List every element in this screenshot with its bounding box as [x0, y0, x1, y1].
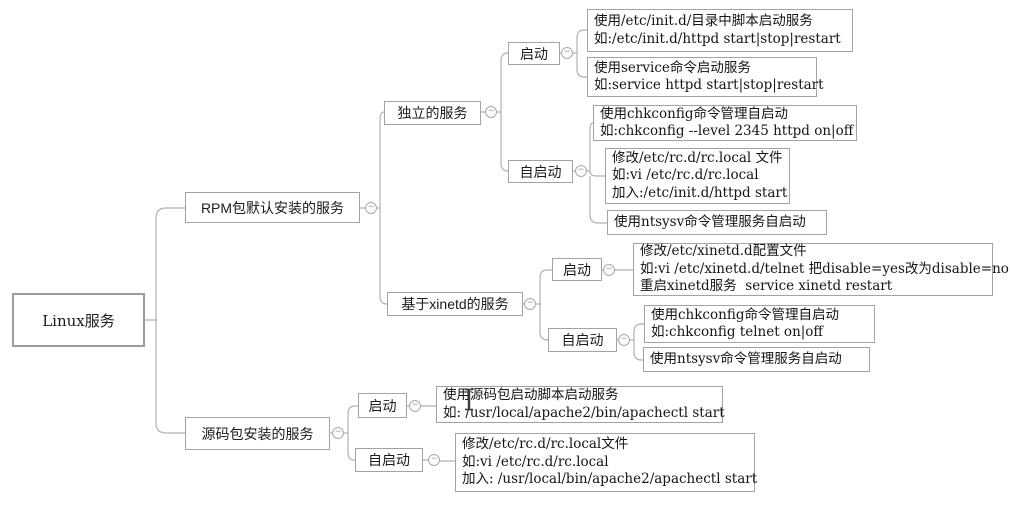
- leaf-source-script[interactable]: 使用源码包启动脚本启动服务 如: /usr/local/apache2/bin/…: [436, 386, 725, 423]
- minus-icon: −: [578, 164, 584, 176]
- node-source-start[interactable]: 启动: [358, 393, 407, 418]
- minus-icon: −: [527, 297, 533, 309]
- node-independent-autostart[interactable]: 自启动: [508, 160, 573, 183]
- minus-icon: −: [621, 333, 627, 345]
- leaf-line: 使用ntsysv命令管理服务自启动: [614, 213, 806, 230]
- leaf-line: 如:vi /etc/rc.d/rc.local: [612, 167, 759, 184]
- leaf-line: 修改/etc/rc.d/rc.local 文件: [612, 149, 783, 166]
- node-xinetd-autostart[interactable]: 自启动: [548, 328, 617, 352]
- collapse-toggle-independent-start[interactable]: −: [561, 47, 573, 59]
- node-independent-start[interactable]: 启动: [508, 42, 560, 65]
- collapse-toggle-xinetd-start[interactable]: −: [603, 264, 615, 276]
- node-source-services[interactable]: 源码包安装的服务: [185, 417, 330, 450]
- connector: [145, 207, 185, 434]
- leaf-line: 使用ntsysv命令管理服务自启动: [650, 350, 842, 367]
- node-xinetd-start[interactable]: 启动: [552, 258, 602, 281]
- node-source-autostart[interactable]: 自启动: [355, 448, 423, 472]
- collapse-toggle-source[interactable]: −: [332, 427, 344, 439]
- node-linux-services[interactable]: Linux服务: [12, 293, 145, 347]
- leaf-init-d-script[interactable]: 使用/etc/init.d/目录中脚本启动服务 如:/etc/init.d/ht…: [587, 9, 853, 52]
- leaf-rc-local-httpd[interactable]: 修改/etc/rc.d/rc.local 文件 如:vi /etc/rc.d/r…: [605, 148, 790, 204]
- collapse-toggle-source-autostart[interactable]: −: [428, 454, 440, 466]
- leaf-line: 如:vi /etc/rc.d/rc.local: [462, 453, 609, 470]
- leaf-line: 加入: /usr/local/bin/apache2/apachectl sta…: [462, 471, 758, 488]
- collapse-toggle-rpm[interactable]: −: [365, 202, 377, 214]
- leaf-chkconfig-telnet[interactable]: 使用chkconfig命令管理自启动 如:chkconfig telnet on…: [644, 305, 875, 343]
- minus-icon: −: [368, 201, 374, 213]
- leaf-line: 如:chkconfig telnet on|off: [651, 324, 824, 340]
- leaf-line: 加入:/etc/init.d/httpd start: [612, 184, 788, 201]
- leaf-service-command[interactable]: 使用service命令启动服务 如:service httpd start|st…: [587, 57, 824, 97]
- minus-icon: −: [412, 399, 418, 411]
- minus-icon: −: [488, 105, 494, 117]
- node-xinetd-services[interactable]: 基于xinetd的服务: [387, 292, 523, 316]
- leaf-line: 使用chkconfig命令管理自启动: [600, 105, 788, 122]
- minus-icon: −: [564, 46, 570, 58]
- leaf-line: 修改/etc/rc.d/rc.local文件: [462, 436, 629, 453]
- leaf-ntsysv-rpm[interactable]: 使用ntsysv命令管理服务自启动: [607, 210, 827, 235]
- collapse-toggle-xinetd-autostart[interactable]: −: [618, 334, 630, 346]
- collapse-toggle-independent[interactable]: −: [485, 106, 497, 118]
- leaf-line: 如:chkconfig --level 2345 httpd on|off: [600, 123, 854, 139]
- leaf-ntsysv-xinetd[interactable]: 使用ntsysv命令管理服务自启动: [643, 347, 870, 372]
- leaf-xinetd-config[interactable]: 修改/etc/xinetd.d配置文件 如:vi /etc/xinetd.d/t…: [633, 243, 1009, 296]
- leaf-line: 修改/etc/xinetd.d配置文件: [640, 243, 807, 260]
- leaf-line: 如:vi /etc/xinetd.d/telnet 把disable=yes改为…: [640, 260, 1009, 277]
- leaf-line: 使用/etc/init.d/目录中脚本启动服务: [594, 13, 813, 29]
- minus-icon: −: [335, 426, 341, 438]
- leaf-line: 如:/etc/init.d/httpd start|stop|restart: [594, 30, 841, 47]
- leaf-line: 使用源码包启动脚本启动服务: [443, 387, 619, 403]
- leaf-line: 使用service命令启动服务: [594, 59, 751, 76]
- minus-icon: −: [606, 263, 612, 275]
- leaf-chkconfig-level[interactable]: 使用chkconfig命令管理自启动 如:chkconfig --level 2…: [593, 105, 857, 141]
- leaf-line: 如: /usr/local/apache2/bin/apachectl star…: [443, 404, 725, 421]
- leaf-line: 如:service httpd start|stop|restart: [594, 77, 824, 93]
- leaf-line: 重启xinetd服务 service xinetd restart: [640, 278, 893, 295]
- collapse-toggle-source-start[interactable]: −: [409, 400, 421, 412]
- leaf-line: 使用chkconfig命令管理自启动: [651, 306, 839, 323]
- node-independent-services[interactable]: 独立的服务: [384, 101, 481, 125]
- leaf-rc-local-apache[interactable]: 修改/etc/rc.d/rc.local文件 如:vi /etc/rc.d/rc…: [455, 433, 758, 492]
- node-rpm-services[interactable]: RPM包默认安装的服务: [185, 192, 360, 223]
- minus-icon: −: [431, 453, 437, 465]
- collapse-toggle-xinetd[interactable]: −: [524, 298, 536, 310]
- collapse-toggle-independent-autostart[interactable]: −: [575, 165, 587, 177]
